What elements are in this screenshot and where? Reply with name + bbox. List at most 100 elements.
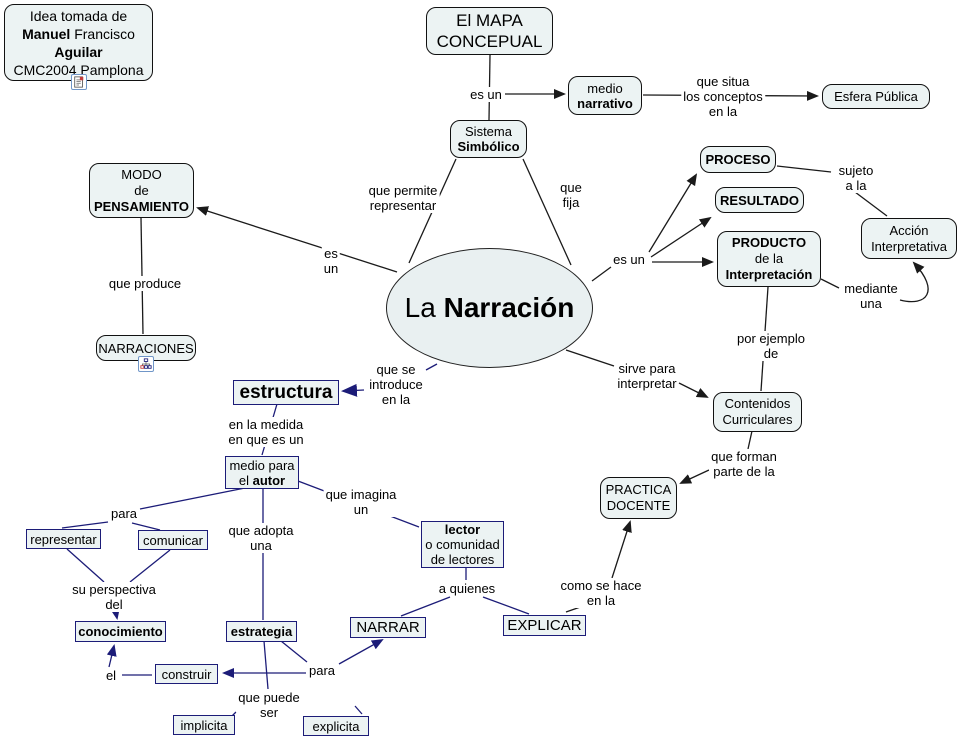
node-esfera-publica[interactable]: Esfera Pública [822,84,930,109]
node-text: MODO [121,166,162,182]
node-text-line: Sistema [465,124,512,139]
node-representar[interactable]: representar [26,529,101,549]
connector-line [425,363,438,371]
link-label-text: un [323,261,339,276]
node-text-line: Idea tomada de [30,7,127,25]
node-text-line: La Narración [405,292,575,324]
node-text: CMC2004 Pamplona [13,61,144,78]
node-estructura[interactable]: estructura [233,380,339,405]
connector-line [263,640,269,690]
node-la-narracion[interactable]: La Narración [386,248,593,368]
link-label-que-produce[interactable]: que produce [106,276,184,291]
link-label-para-upper[interactable]: para [108,506,140,521]
connector-line [776,165,832,173]
node-text: Aguilar [54,43,103,60]
node-text: representar [30,531,97,547]
node-text: PRODUCTO [731,235,807,250]
node-text-line: comunicar [143,533,203,548]
connector-line [899,261,929,303]
node-text-line: Interpretativa [871,239,947,255]
node-text: NARRACIONES [98,340,194,356]
node-narraciones[interactable]: NARRACIONES [96,335,196,361]
node-text: el [238,472,253,488]
link-label-es-un-right[interactable]: es un [611,252,647,267]
link-label-text: su perspectiva [72,582,156,597]
node-text: explicita [312,718,360,734]
node-narrar[interactable]: NARRAR [350,617,426,638]
link-label-el[interactable]: el [103,668,119,683]
node-text: medio para [229,457,295,473]
connector-line [354,705,363,715]
node-resultado[interactable]: RESULTADO [715,187,804,213]
node-text-line: PENSAMIENTO [94,199,189,215]
node-text: Interpretación [725,267,813,282]
link-label-text: representar [369,198,437,213]
node-text: Contenidos [724,396,791,411]
link-label-text: por ejemplo [737,331,805,346]
node-text: autor [252,472,286,488]
connector-line [196,206,398,273]
node-text: PROCESO [705,152,771,167]
document-resource-icon[interactable] [71,74,87,90]
node-explicita[interactable]: explicita [303,716,369,736]
link-label-es-un-top[interactable]: es un [468,87,504,102]
node-implicita[interactable]: implicita [173,715,235,735]
node-explicar[interactable]: EXPLICAR [503,615,586,636]
node-estrategia[interactable]: estrategia [226,621,297,642]
node-text: construir [161,666,212,682]
link-label-text: de [763,346,779,361]
node-text-line: Simbólico [457,139,519,154]
link-label-a-quienes[interactable]: a quienes [436,581,498,596]
node-conocimiento[interactable]: conocimiento [75,621,166,642]
node-text-line: implicita [181,718,228,733]
node-proceso[interactable]: PROCESO [700,146,776,173]
node-text: Sistema [465,124,512,139]
node-text-line: Acción [889,223,928,239]
connector-line [131,522,161,531]
link-label-text: que se [376,362,416,377]
node-text-line: Curriculares [722,412,792,428]
connector-line [679,469,710,484]
node-comunicar[interactable]: comunicar [138,530,208,550]
link-label-text: introduce [369,377,423,392]
link-label-text: un [353,502,369,517]
link-label-text: del [105,597,123,612]
node-construir[interactable]: construir [155,664,218,684]
cmap-resource-icon[interactable] [138,356,154,372]
link-label-para-lower[interactable]: para [306,663,338,678]
link-label-text: que situa [696,74,750,89]
node-text: CONCEPUAL [436,32,543,51]
node-text: PRACTICA [605,482,672,497]
link-label-text: el [105,668,117,683]
node-text: Interpretativa [871,238,947,254]
link-label-text: que forman [711,449,777,464]
